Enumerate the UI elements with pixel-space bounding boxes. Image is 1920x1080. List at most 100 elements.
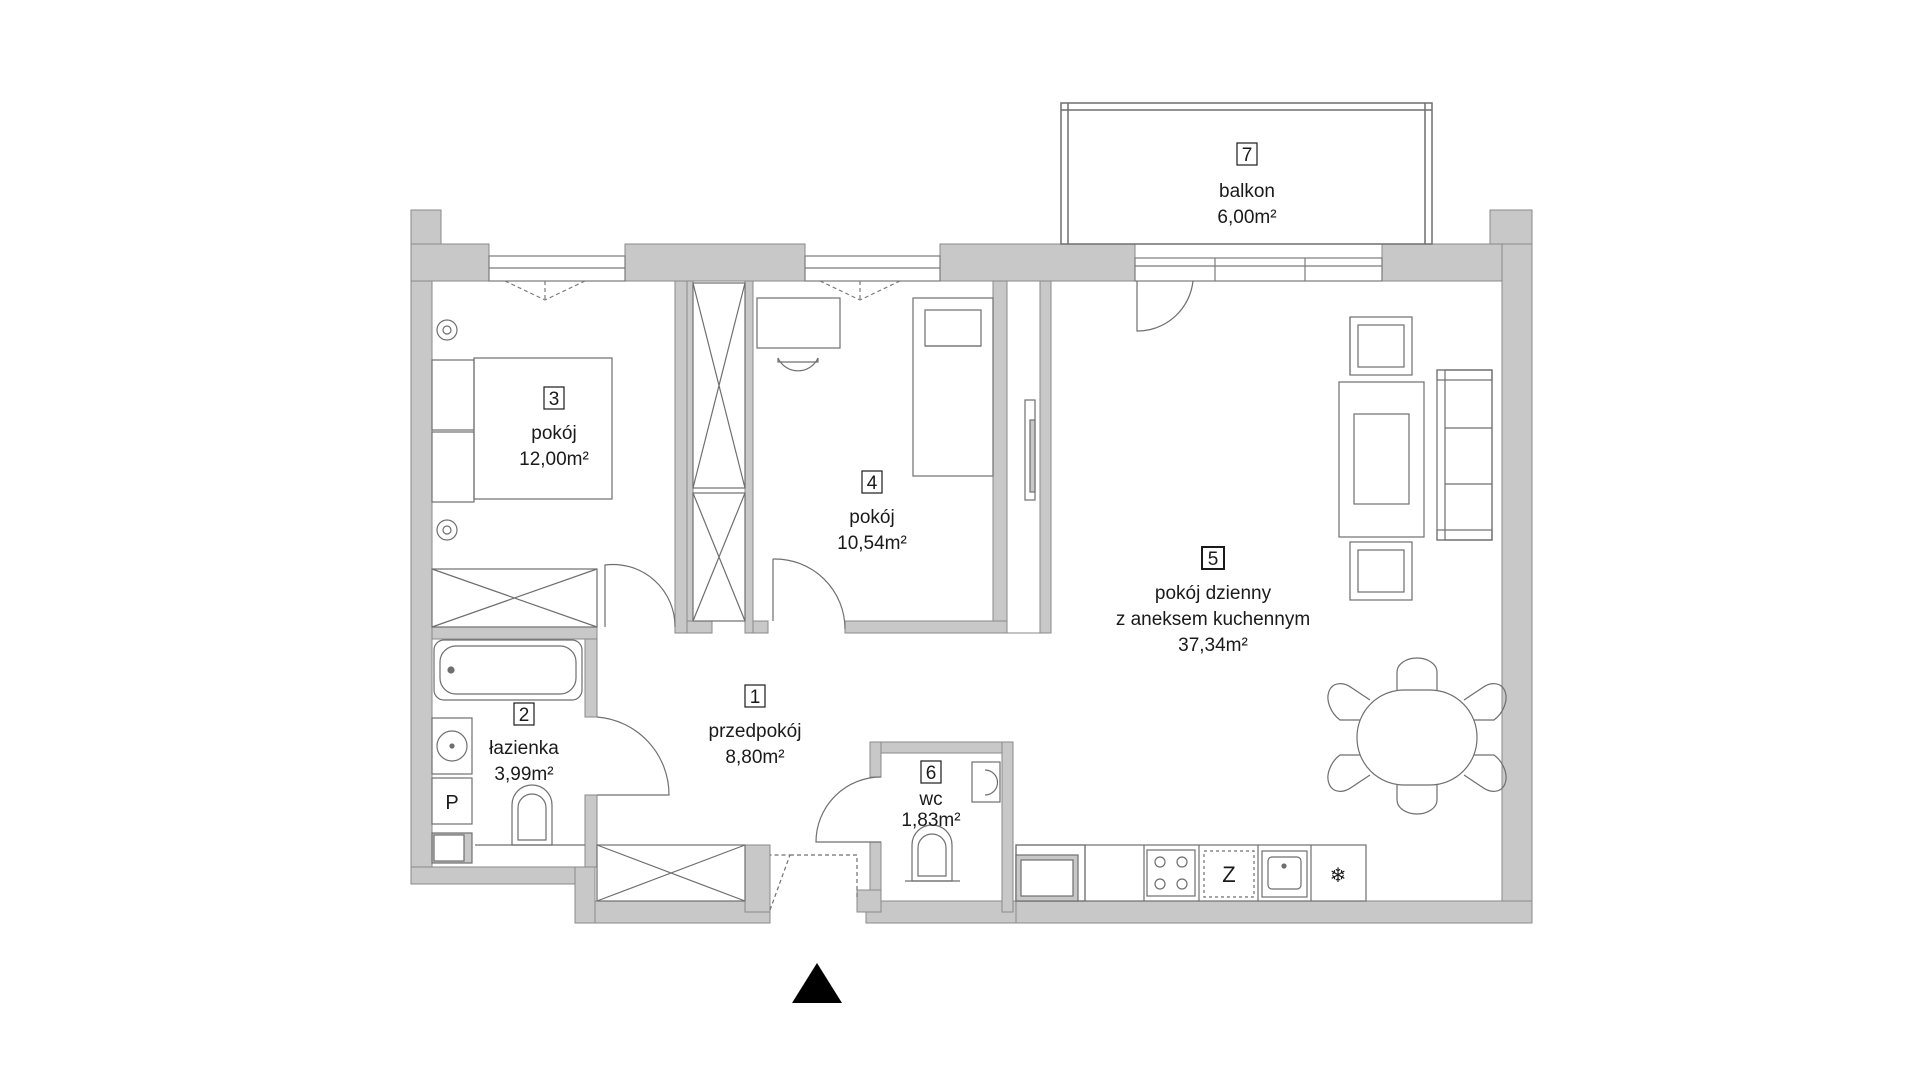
room-6-number-box bbox=[920, 760, 942, 784]
armchair-top bbox=[1349, 316, 1413, 376]
room-1-number-box bbox=[744, 684, 766, 708]
p-box bbox=[431, 777, 473, 825]
chair-room-4 bbox=[777, 357, 819, 372]
wardrobe-column-top bbox=[692, 282, 746, 489]
dining-table bbox=[1356, 689, 1478, 786]
room-6-number: 6 bbox=[926, 763, 937, 784]
nightstand-lamp-bottom bbox=[436, 519, 458, 541]
room-4-name: pokój bbox=[849, 507, 894, 528]
wall-int-wardrobe-left bbox=[686, 280, 694, 634]
wardrobe-column-bottom bbox=[692, 492, 746, 622]
bathtub bbox=[433, 639, 583, 701]
wall-right bbox=[1501, 209, 1533, 924]
door-bathroom bbox=[596, 716, 670, 796]
balcony-outline bbox=[1060, 102, 1433, 245]
wall-int-3-2 bbox=[431, 626, 598, 640]
room-3-number-box bbox=[543, 386, 565, 410]
room-4-number: 4 bbox=[867, 473, 878, 494]
room-5-name: pokój dzienny bbox=[1155, 583, 1272, 604]
room-7-name: balkon bbox=[1219, 181, 1275, 202]
toilet-wc bbox=[911, 824, 953, 882]
toilet-bathroom bbox=[511, 784, 553, 846]
room-5-number-box bbox=[1201, 546, 1225, 570]
room-3-area: 12,00m² bbox=[519, 449, 589, 470]
z-box bbox=[1203, 850, 1255, 898]
balcony-door bbox=[1134, 257, 1383, 282]
room-5-number: 5 bbox=[1208, 549, 1219, 570]
wall-top-4 bbox=[1381, 243, 1503, 282]
room-2-number-box bbox=[513, 702, 535, 726]
wall-left bbox=[410, 209, 433, 885]
wardrobe-hall bbox=[596, 844, 746, 902]
door-wc bbox=[815, 776, 882, 843]
room-2-number: 2 bbox=[519, 705, 530, 726]
wardrobe-room-3 bbox=[431, 568, 598, 628]
snowflake-icon: ❄ bbox=[1330, 865, 1347, 887]
wall-wc-right bbox=[1001, 741, 1014, 913]
desk-room-4 bbox=[756, 297, 841, 349]
wall-top-1 bbox=[410, 243, 490, 282]
wall-int-4-5-outline bbox=[1039, 280, 1052, 634]
room-labels bbox=[513, 142, 1258, 784]
balcony bbox=[1060, 102, 1433, 245]
room-6-name: wc bbox=[918, 789, 942, 810]
dining-chair-top bbox=[1396, 657, 1438, 690]
wall-int-wardrobe-right bbox=[744, 280, 754, 634]
room-7-number-box bbox=[1236, 142, 1258, 166]
p-box-label: P bbox=[445, 792, 458, 814]
stove bbox=[1146, 849, 1196, 897]
wall-int-hall-top2 bbox=[752, 620, 769, 634]
wall-entry-left bbox=[744, 844, 771, 913]
nightstand-lamp-top bbox=[436, 319, 458, 341]
dining-chair-tl bbox=[1327, 683, 1371, 721]
room-5-name2: z aneksem kuchennym bbox=[1116, 609, 1310, 630]
room-3-number: 3 bbox=[549, 389, 560, 410]
wall-wc-top bbox=[869, 741, 1014, 754]
armchair-bottom bbox=[1349, 541, 1413, 601]
dining-chair-bl bbox=[1327, 754, 1371, 792]
dining-chair-bottom bbox=[1396, 785, 1438, 815]
entrance-arrow-icon bbox=[792, 963, 842, 1003]
wall-wc-left bbox=[869, 741, 882, 778]
bed-room-4 bbox=[912, 297, 994, 477]
wall-top-left-stub bbox=[410, 209, 442, 245]
room-1-number: 1 bbox=[750, 687, 761, 708]
room-7-area: 6,00m² bbox=[1217, 207, 1276, 228]
windows bbox=[488, 255, 1383, 301]
wall-bottom-mid bbox=[865, 900, 1017, 924]
wall-int-hall-top bbox=[686, 620, 713, 634]
bathroom-sink bbox=[431, 717, 473, 775]
room-4-area: 10,54m² bbox=[837, 533, 907, 554]
wall-entry-right bbox=[856, 889, 882, 913]
wall-int-2-1-lower bbox=[584, 794, 598, 868]
door-room-3 bbox=[604, 563, 676, 628]
wall-bottom-left bbox=[410, 866, 576, 885]
wall-top-2 bbox=[624, 243, 806, 282]
dining-chair-tr bbox=[1463, 683, 1507, 721]
doors bbox=[596, 280, 1194, 911]
wall-int-4-bottom bbox=[844, 620, 1008, 634]
door-balcony-swing bbox=[1136, 280, 1194, 332]
wall-bottom-left2 bbox=[574, 900, 771, 924]
wc-sink bbox=[971, 761, 1001, 803]
wall-int-2-1 bbox=[584, 638, 598, 718]
room-6-area: 1,83m² bbox=[901, 810, 960, 831]
dining-chair-br bbox=[1463, 754, 1507, 792]
room-7-number: 7 bbox=[1242, 145, 1253, 166]
wall-top-3 bbox=[939, 243, 1136, 282]
room-4-number-box bbox=[861, 470, 883, 494]
wall-int-4-5 bbox=[992, 280, 1008, 634]
kitchen-sink bbox=[1261, 850, 1308, 898]
wall-int-3-4 bbox=[674, 280, 688, 634]
door-entrance bbox=[769, 854, 858, 911]
door-room-4 bbox=[772, 558, 846, 630]
wall-right-stub bbox=[1489, 209, 1533, 245]
room-1-area: 8,80m² bbox=[725, 747, 784, 768]
z-box-label: Z bbox=[1222, 862, 1235, 887]
furniture bbox=[431, 282, 1507, 902]
wall-bottom-left-drop bbox=[574, 866, 596, 924]
wall-bottom-right bbox=[1015, 900, 1533, 924]
room-3-name: pokój bbox=[531, 423, 576, 444]
room-2-name: łazienka bbox=[489, 738, 559, 759]
